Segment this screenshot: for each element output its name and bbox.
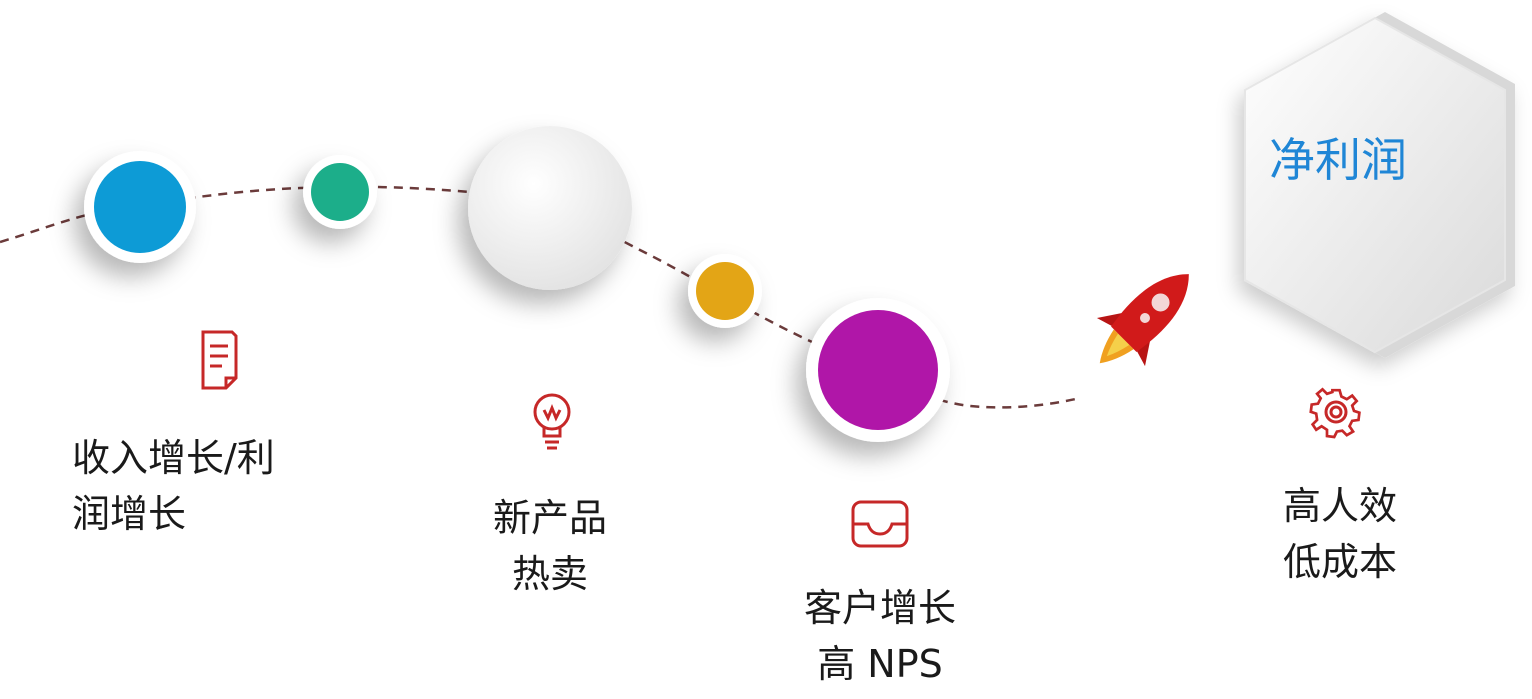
bubble-magenta (806, 298, 950, 442)
step-2-line2: 热卖 (511, 552, 588, 596)
bubble-teal (303, 155, 377, 229)
step-3-line1: 客户增长 (803, 586, 956, 630)
bubble-white (468, 126, 632, 290)
inbox-tray-icon (851, 500, 909, 548)
rocket-icon (1096, 274, 1189, 367)
goal-hexagon (1244, 12, 1515, 358)
step-3-label: 客户增长 高 NPS (770, 580, 990, 692)
bubble-amber (688, 254, 762, 328)
bubble-blue (84, 151, 196, 263)
step-1-line2: 润增长 (72, 492, 187, 536)
step-1-label: 收入增长/利 润增长 (72, 430, 275, 542)
lightbulb-icon (533, 393, 571, 450)
document-icon (201, 330, 238, 390)
step-1-line1: 收入增长/利 (72, 436, 275, 480)
step-4-line1: 高人效 (1282, 484, 1397, 528)
step-3-line2: 高 NPS (817, 642, 943, 686)
step-4-label: 高人效 低成本 (1260, 478, 1420, 590)
step-4-line2: 低成本 (1282, 540, 1397, 584)
gear-icon (1309, 387, 1361, 439)
step-2-label: 新产品 热卖 (470, 490, 630, 602)
step-2-line1: 新产品 (492, 496, 607, 540)
goal-label: 净利润 (1269, 133, 1407, 187)
